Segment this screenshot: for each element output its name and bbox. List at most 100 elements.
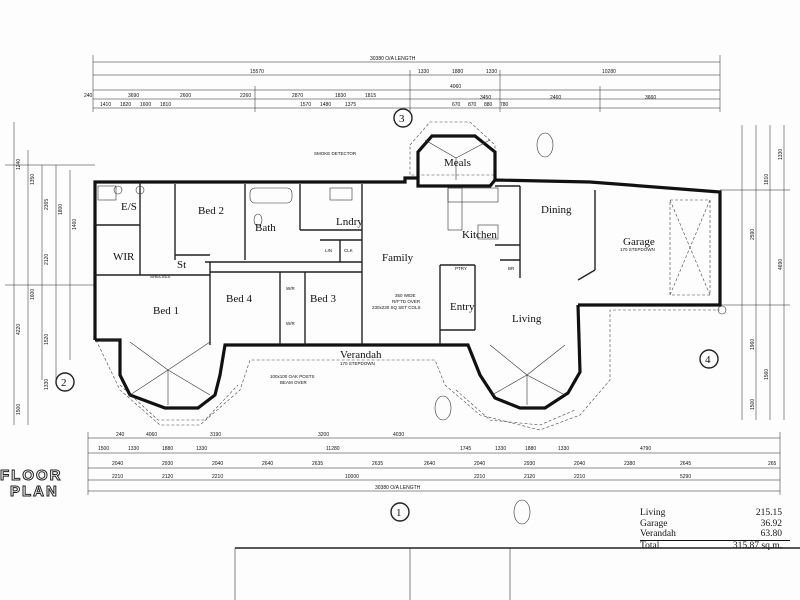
title-line-1: FLOOR [0, 467, 63, 484]
marker-2-circle [55, 372, 75, 392]
top-dim: 780 [500, 102, 509, 108]
room-wr1: W/R [286, 286, 295, 291]
top-dim: 1410 [100, 102, 111, 108]
marker-2: 2 [61, 377, 67, 389]
bottom-dim: 265 [768, 461, 777, 467]
bottom-dim: 2040 [474, 461, 485, 467]
posts-note: 100x100 OAK POSTS [270, 374, 315, 379]
area-value: 63.80 [760, 529, 782, 539]
marker-4: 4 [705, 354, 711, 366]
top-dim: 1810 [160, 102, 171, 108]
bottom-dim: 1880 [162, 446, 173, 452]
room-wir: WIR [113, 251, 135, 263]
bottom-dim: 2040 [212, 461, 223, 467]
room-bath: Bath [255, 222, 276, 234]
room-bed3: Bed 3 [310, 293, 336, 305]
marker-3: 3 [399, 113, 405, 125]
room-verandah: Verandah [340, 349, 382, 361]
bottom-dim: 2120 [524, 474, 535, 480]
area-row-verandah: Verandah 63.80 [640, 529, 790, 540]
room-kitchen: Kitchen [462, 229, 497, 241]
bottom-dim: 2210 [574, 474, 585, 480]
left-dim: 1460 [72, 219, 78, 230]
bottom-dim: 2040 [574, 461, 585, 467]
cols-note-1: 350 WIDE [395, 293, 416, 298]
room-family: Family [382, 252, 414, 264]
bottom-dim: 2930 [524, 461, 535, 467]
bottom-dim: 2120 [162, 474, 173, 480]
bottom-dim: 1330 [196, 446, 207, 452]
room-living: Living [512, 313, 542, 325]
cols-note-3: 230x230 SQ SET COLS [372, 305, 420, 310]
bottom-dim: 11280 [326, 446, 340, 452]
left-dim: 2120 [44, 254, 50, 265]
room-ensuite: E/S [121, 201, 137, 213]
bottom-dim: 2635 [372, 461, 383, 467]
top-dim: 10280 [602, 69, 616, 75]
top-dim: 670 [452, 102, 461, 108]
left-dim: 1600 [30, 289, 36, 300]
area-total-label: Total [640, 540, 660, 551]
left-dim: 1240 [16, 159, 22, 170]
room-bed4: Bed 4 [226, 293, 252, 305]
plan-notes: SMOKE DETECTOR 170 STEPDOWN 100x100 OAK … [150, 151, 655, 385]
room-lndry: Lndry [336, 216, 363, 228]
section-markers: 3 2 4 1 [55, 108, 719, 522]
top-dim: 1330 [418, 69, 429, 75]
top-dim: 2600 [180, 93, 191, 99]
area-total-value: 315.87 sq.m. [732, 540, 782, 551]
bottom-dim: 5290 [680, 474, 691, 480]
top-overall-dim: 30380 O/A LENGTH [370, 56, 416, 62]
area-label: Verandah [640, 529, 676, 539]
area-schedule: Living 215.15 Garage 36.92 Verandah 63.8… [640, 508, 790, 551]
left-dimension-lines: 1240 1350 2365 1800 1460 2120 4220 1520 … [5, 122, 95, 425]
top-dim: 240 [84, 93, 93, 99]
top-dim: 1815 [365, 93, 376, 99]
bottom-dim: 1500 [98, 446, 109, 452]
right-dim: 1960 [750, 339, 756, 350]
room-br: BR [508, 266, 515, 271]
bottom-dim: 3190 [210, 432, 221, 438]
beam-note: BEAM OVER [280, 380, 308, 385]
right-dim: 1330 [778, 149, 784, 160]
top-dim: 3690 [128, 93, 139, 99]
area-row-total: Total 315.87 sq.m. [640, 539, 790, 552]
left-dim: 4220 [16, 324, 22, 335]
room-linen: LIN [325, 248, 332, 253]
room-pantry: PTRY [455, 266, 467, 271]
top-dim: 1880 [452, 69, 463, 75]
area-label: Garage [640, 518, 668, 529]
right-dim: 2590 [750, 229, 756, 240]
room-bed2: Bed 2 [198, 205, 224, 217]
title-block-lines [234, 547, 800, 600]
bottom-dim: 4060 [146, 432, 157, 438]
bottom-dim: 1330 [558, 446, 569, 452]
left-dim: 1350 [30, 174, 36, 185]
bottom-dim: 240 [116, 432, 125, 438]
smoke-detector-note: SMOKE DETECTOR [314, 151, 357, 156]
top-dim: 4060 [450, 84, 461, 90]
verandah-outline [95, 121, 720, 431]
area-value: 36.92 [760, 518, 782, 529]
bottom-dim: 2210 [474, 474, 485, 480]
top-dim: 3660 [645, 95, 656, 101]
top-dim: 15570 [250, 69, 264, 75]
bottom-dim: 2635 [312, 461, 323, 467]
right-dim: 1560 [764, 369, 770, 380]
bottom-dim: 4030 [393, 432, 404, 438]
bottom-dimension-lines: 240 4060 3190 3200 4030 1745 1330 1880 1… [87, 432, 781, 495]
bottom-dim: 2210 [112, 474, 123, 480]
room-dining: Dining [541, 204, 572, 216]
area-label: Living [640, 508, 666, 518]
bottom-dim: 2210 [212, 474, 223, 480]
top-dim: 1375 [345, 102, 356, 108]
top-dim: 1480 [320, 102, 331, 108]
title-line-2: PLAN [10, 483, 59, 500]
top-dim: 1820 [120, 102, 131, 108]
left-dim: 1520 [44, 334, 50, 345]
bottom-dim: 1330 [128, 446, 139, 452]
verandah-step-note: 170 STEPDOWN [340, 361, 375, 366]
bottom-dim: 1745 [460, 446, 471, 452]
left-dim: 1330 [44, 379, 50, 390]
marker-4-circle [699, 349, 719, 369]
